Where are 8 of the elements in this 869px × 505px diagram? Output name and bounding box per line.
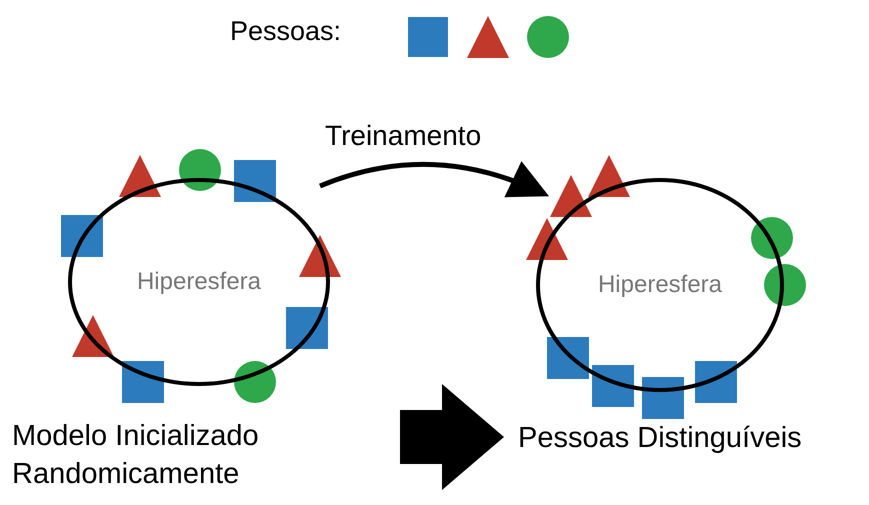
- node-label: Hiperesfera: [136, 268, 262, 296]
- caption-text: Modelo Inicializado Randomicamente: [12, 419, 260, 492]
- heading-label: Pessoas:: [230, 15, 342, 48]
- node-label: Hiperesfera: [598, 271, 722, 299]
- hypersphere-ellipse: [68, 178, 330, 386]
- hypersphere-ellipse: [536, 178, 784, 392]
- caption-text: Pessoas Distinguíveis: [518, 421, 803, 456]
- curved-arrow: [319, 162, 550, 198]
